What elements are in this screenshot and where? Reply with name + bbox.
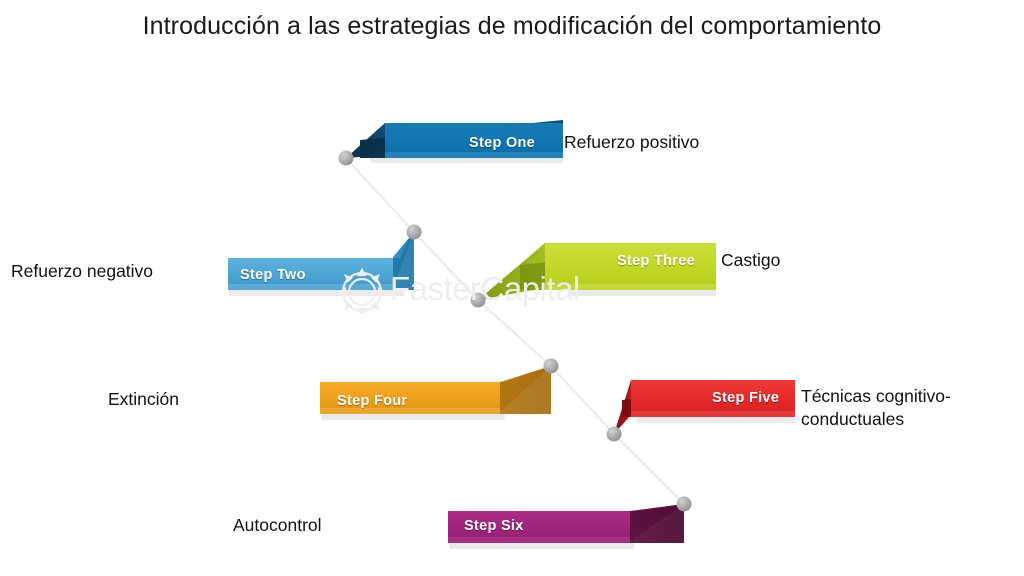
step-four-description: Extinción xyxy=(108,389,180,409)
step-four-shape[interactable] xyxy=(320,366,551,420)
connector-node xyxy=(470,292,486,308)
step-five-description: Técnicas cognitivo-conductuales xyxy=(801,386,951,430)
connector-node xyxy=(338,150,354,166)
step-two-description: Refuerzo negativo xyxy=(11,261,154,281)
step-six-description: Autocontrol xyxy=(233,515,322,535)
step-six-shape[interactable] xyxy=(448,504,684,549)
step-three-description: Castigo xyxy=(721,250,781,270)
connector-node xyxy=(606,426,622,442)
step-four-label: Step Four xyxy=(337,393,408,409)
step-one-description: Refuerzo positivo xyxy=(564,132,700,152)
step-six-label: Step Six xyxy=(464,518,524,534)
connector-node xyxy=(676,496,692,512)
step-one-shape[interactable] xyxy=(346,120,563,163)
step-five-label: Step Five xyxy=(712,390,780,406)
step-two-label: Step Two xyxy=(240,267,306,283)
step-five-shape[interactable] xyxy=(614,380,795,434)
connector-node xyxy=(406,224,422,240)
connector-node xyxy=(543,358,559,374)
connector-line xyxy=(345,157,685,505)
step-three-shape[interactable] xyxy=(478,243,716,300)
step-two-shape[interactable] xyxy=(228,232,414,296)
step-one-label: Step One xyxy=(469,135,536,151)
page-title: Introducción a las estrategias de modifi… xyxy=(142,12,882,40)
step-three-label: Step Three xyxy=(617,253,695,269)
